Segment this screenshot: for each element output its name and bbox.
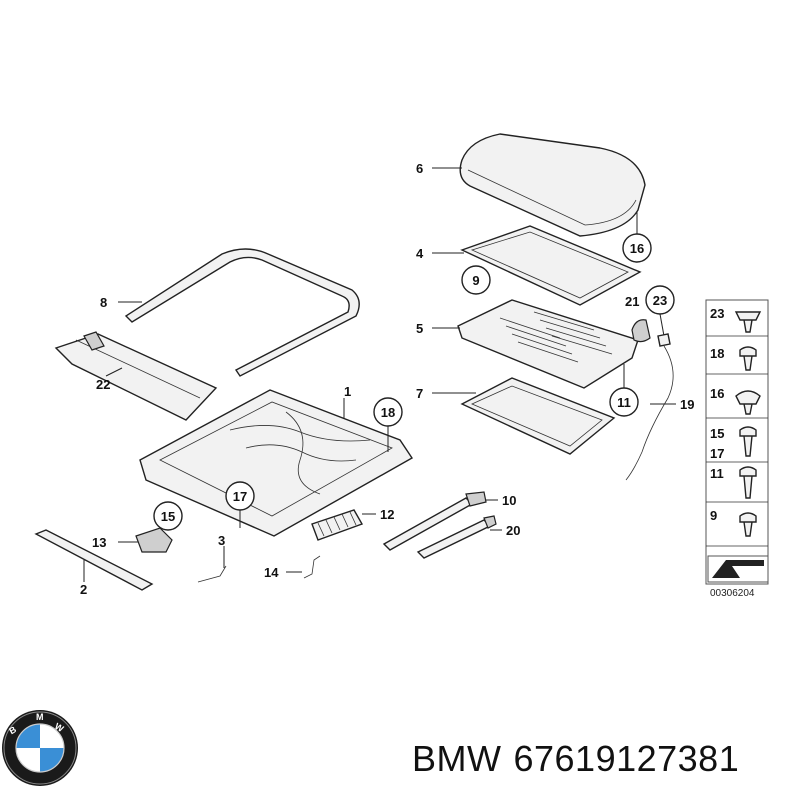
svg-text:B: B	[7, 724, 18, 736]
fastener-label-18: 18	[710, 346, 724, 361]
fastener-label-9: 9	[710, 508, 717, 523]
label-14: 14	[264, 565, 279, 580]
callout-circle-11	[609, 387, 639, 417]
label-8: 8	[100, 295, 107, 310]
part-12-grille	[311, 509, 364, 541]
arrow-icon	[712, 560, 764, 578]
label-19: 19	[680, 397, 694, 412]
part-glass-lid	[459, 133, 646, 237]
callout-circle-15	[153, 501, 183, 531]
part-roof-seal	[124, 248, 360, 377]
part-caption: BMW 67619127381	[412, 738, 739, 780]
part-22-deflector	[54, 331, 218, 421]
callout-circle-16	[622, 233, 652, 263]
label-10: 10	[502, 493, 516, 508]
fastener-label-17: 17	[710, 446, 724, 461]
label-5: 5	[416, 321, 423, 336]
part-23-bracket	[657, 333, 671, 347]
caption-brand: BMW	[412, 738, 502, 779]
label-7: 7	[416, 386, 423, 401]
part-2-rail	[34, 529, 154, 591]
label-4: 4	[416, 246, 424, 261]
callout-circle-18	[373, 397, 403, 427]
drawing-number: 00306204	[710, 588, 755, 599]
part-19-drain-hose	[625, 345, 674, 481]
label-18: 18	[381, 405, 395, 420]
label-11: 11	[617, 395, 631, 410]
part-inner-panel	[457, 299, 639, 389]
fastener-label-23: 23	[710, 306, 724, 321]
part-20-cable	[416, 515, 497, 559]
part-13-motor	[135, 527, 173, 553]
bmw-logo: B M W	[2, 710, 78, 786]
label-2: 2	[80, 582, 87, 597]
part-10-cable	[382, 491, 487, 551]
label-20: 20	[506, 523, 520, 538]
label-9: 9	[472, 273, 479, 288]
callout-circle-9	[461, 265, 491, 295]
part-3-cable-end	[197, 565, 227, 583]
part-seal-frame	[460, 225, 642, 306]
fastener-label-15: 15	[710, 426, 724, 441]
label-1: 1	[344, 384, 351, 399]
part-14-pin	[303, 555, 321, 579]
part-lower-seal	[460, 377, 616, 455]
label-6: 6	[416, 161, 423, 176]
label-17: 17	[233, 489, 247, 504]
label-13: 13	[92, 535, 106, 550]
label-3: 3	[218, 533, 225, 548]
label-15: 15	[161, 509, 175, 524]
label-21: 21	[625, 294, 639, 309]
svg-text:M: M	[36, 712, 44, 722]
label-22: 22	[96, 377, 110, 392]
fastener-label-11: 11	[710, 466, 724, 481]
caption-part-number: 67619127381	[513, 738, 740, 779]
fastener-label-16: 16	[710, 386, 724, 401]
fastener-panel: 23 18 16 15 17 11 9	[705, 299, 769, 585]
label-23: 23	[653, 293, 667, 308]
part-21-clip	[631, 319, 651, 343]
label-12: 12	[380, 507, 394, 522]
label-16: 16	[630, 241, 644, 256]
